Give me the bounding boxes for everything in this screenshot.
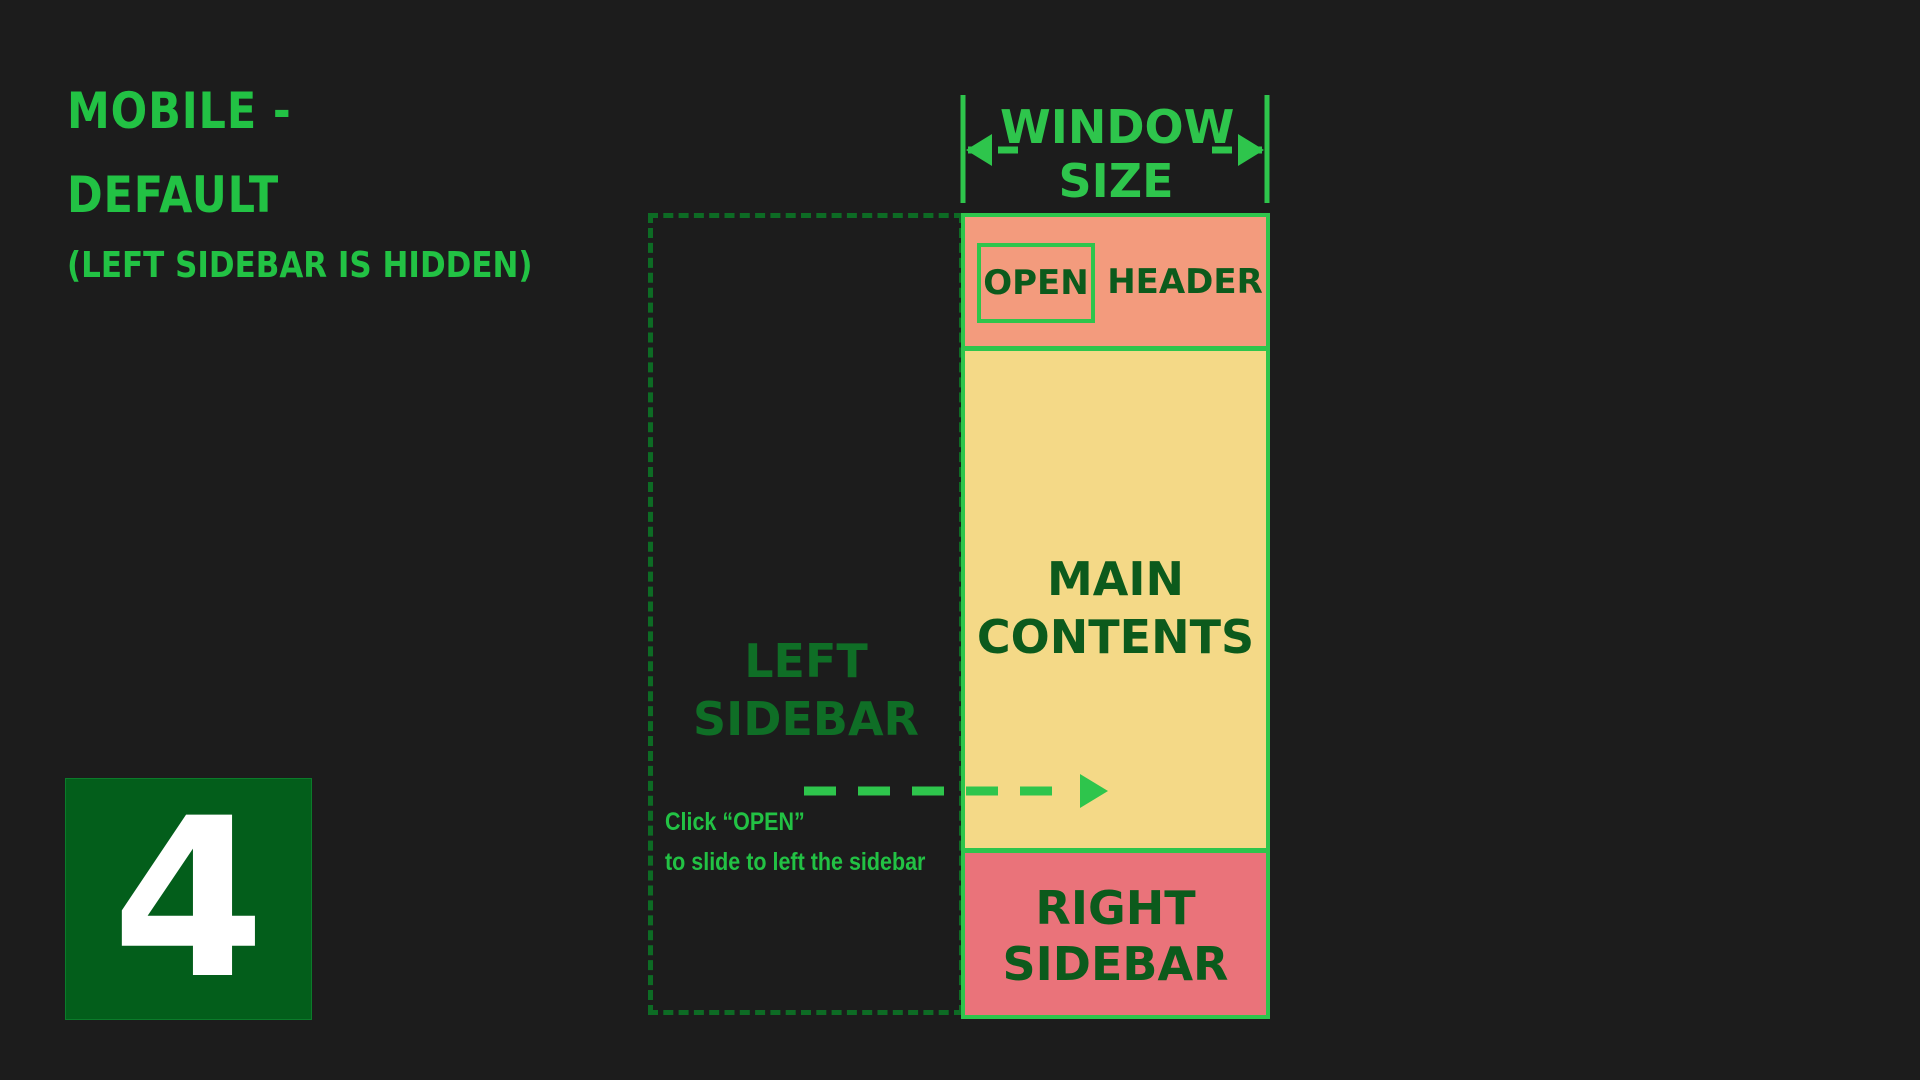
- window-frame: [961, 213, 1270, 1019]
- heading-line-1: MOBILE -: [67, 82, 292, 140]
- header-label: HEADER: [1107, 262, 1263, 302]
- left-sidebar-label-line-1: LEFT: [744, 634, 868, 688]
- window-size-label: WINDOW SIZE: [1000, 100, 1235, 208]
- right-sidebar-label-line-1: RIGHT: [1035, 881, 1196, 935]
- step-number: 4: [111, 771, 266, 1027]
- main-contents-label-line-2: CONTENTS: [976, 610, 1255, 664]
- hint-line-2: to slide to left the sidebar: [665, 848, 926, 876]
- open-button-label: OPEN: [983, 263, 1089, 303]
- slide-arrow: [804, 774, 1108, 808]
- header-region: [965, 217, 1266, 351]
- right-sidebar-label-line-2: SIDEBAR: [1002, 937, 1229, 991]
- window-size-left-arrow: [966, 134, 1018, 166]
- right-sidebar-label: RIGHT SIDEBAR: [965, 880, 1266, 992]
- step-number-badge: 4: [65, 771, 312, 1027]
- left-sidebar-label: LEFT SIDEBAR: [648, 632, 964, 748]
- heading-line-2: DEFAULT: [67, 166, 280, 224]
- open-button[interactable]: OPEN: [977, 243, 1095, 323]
- right-sidebar-region: [965, 853, 1266, 1015]
- window-size-label-line-2: SIZE: [1058, 154, 1174, 208]
- main-contents-label: MAIN CONTENTS: [965, 550, 1266, 666]
- window-size-right-arrow: [1212, 134, 1264, 166]
- heading-subtitle: (LEFT SIDEBAR IS HIDDEN): [67, 245, 533, 286]
- main-contents-label-line-1: MAIN: [1047, 552, 1184, 606]
- window-size-label-line-1: WINDOW: [1000, 100, 1235, 154]
- hint-line-1: Click “OPEN”: [665, 808, 805, 836]
- left-sidebar-label-line-2: SIDEBAR: [693, 692, 919, 746]
- main-contents-region: [965, 351, 1266, 853]
